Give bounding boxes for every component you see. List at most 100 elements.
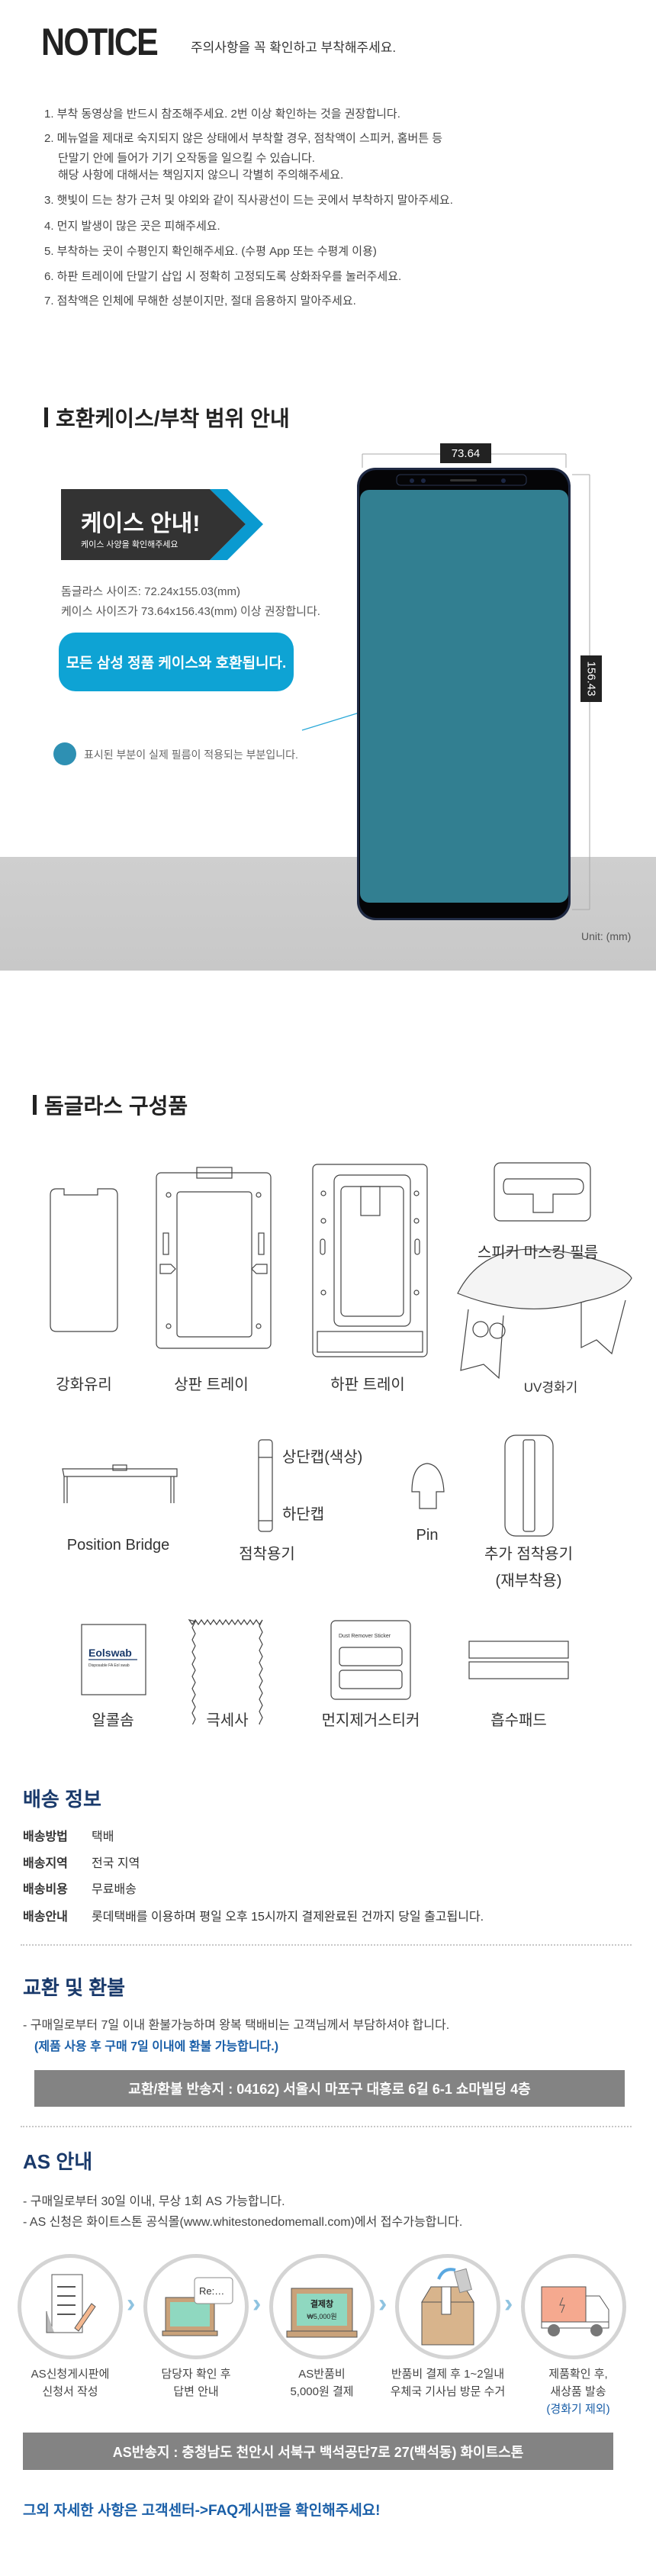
microfiber-cloth-icon — [188, 1618, 263, 1724]
refund-note: (제품 사용 후 구매 7일 이내에 환불 가능합니다.) — [34, 2040, 279, 2053]
step-line: 답변 안내 — [173, 2385, 219, 2398]
chevron-right-icon: › — [504, 2289, 513, 2318]
pay-text: 결제창 — [310, 2298, 333, 2309]
step-note: (경화기 제외) — [546, 2403, 610, 2416]
compat-banner: 모든 삼성 정품 케이스와 호환됩니다. — [59, 633, 294, 691]
delivery-truck-icon — [541, 2286, 609, 2336]
shipping-value: 롯데택배를 이용하며 평일 오후 15시까지 결제완료된 건까지 당일 출고됩니… — [92, 1911, 484, 1924]
title-bar — [44, 407, 48, 427]
step-line: 신청서 작성 — [42, 2385, 98, 2398]
application-form-icon — [46, 2274, 96, 2333]
shipping-label: 배송안내 — [23, 1911, 68, 1924]
label-lower-tray: 하판 트레이 — [330, 1377, 405, 1393]
tempered-glass-icon — [50, 1188, 118, 1332]
swab-brand-print: Eolswab — [88, 1647, 132, 1659]
as-line: - 구매일로부터 30일 이내, 무상 1회 AS 가능합니다. — [23, 2195, 285, 2208]
step-line: AS반품비 — [298, 2368, 346, 2381]
as-line: - AS 신청은 화이트스톤 공식몰(www.whitestonedomemal… — [23, 2216, 463, 2229]
applicator-icon — [258, 1439, 273, 1532]
case-guide-badge: 케이스 안내! 케이스 사양을 확인해주세요 — [61, 489, 263, 560]
title-bar — [33, 1095, 37, 1115]
swab-sub-print: Disposable FA Eol swab — [88, 1663, 130, 1668]
components-title-text: 돔글라스 구성품 — [44, 1094, 188, 1118]
reply-laptop-icon: Re:… — [162, 2277, 233, 2336]
label-speaker-film: 스피커 마스킹 필름 — [477, 1245, 599, 1261]
step-label: 제품확인 후,새상품 발송(경화기 제외) — [546, 2365, 609, 2418]
compat-title-text: 호환케이스/부착 범위 안내 — [56, 407, 290, 430]
compat-section-title: 호환케이스/부착 범위 안내 — [44, 402, 290, 433]
label-microfiber: 극세사 — [206, 1712, 249, 1729]
label-extra-applicator-note: (재부착용) — [495, 1573, 562, 1589]
reply-text: Re:… — [199, 2285, 224, 2297]
step-line: 새상품 발송 — [550, 2385, 606, 2398]
label-uv-lamp: UV경화기 — [523, 1380, 578, 1395]
absorb-pad-icon — [468, 1641, 569, 1679]
position-bridge-icon — [62, 1464, 178, 1503]
step-circle — [395, 2254, 500, 2359]
parcel-box-icon — [421, 2268, 474, 2346]
dust-remover-sticker-icon: Dust Remover Sticker — [330, 1620, 411, 1700]
width-dimension: 73.64 — [440, 443, 491, 463]
refund-title: 교환 및 환불 — [23, 1976, 126, 1999]
badge-subtitle: 케이스 사양을 확인해주세요 — [81, 540, 178, 549]
extra-applicator-icon — [504, 1435, 554, 1537]
phone-illustration — [357, 453, 590, 920]
badge-title: 케이스 안내! — [81, 511, 201, 536]
step-line: 담당자 확인 후 — [161, 2368, 231, 2381]
dust-sticker-print: Dust Remover Sticker — [339, 1634, 391, 1639]
faq-footer-text: 그외 자세한 사항은 고객센터->FAQ게시판을 확인해주세요! — [23, 2503, 381, 2519]
notice-item: 5. 부착하는 곳이 수평인지 확인해주세요. (수평 App 또는 수평계 이… — [44, 245, 377, 258]
chevron-right-icon: › — [127, 2289, 136, 2318]
divider — [21, 2126, 632, 2127]
step-line: 반품비 결제 후 1~2일내 — [391, 2368, 505, 2381]
legend-dot-icon — [53, 742, 76, 765]
notice-item: 3. 햇빛이 드는 창가 근처 및 야외와 같이 직사광선이 드는 곳에서 부착… — [44, 194, 453, 207]
label-upper-tray: 상판 트레이 — [174, 1377, 249, 1393]
notice-subtitle: 주의사항을 꼭 확인하고 부착해주세요. — [191, 40, 397, 55]
label-position-bridge: Position Bridge — [66, 1537, 170, 1554]
legend-text: 표시된 부분이 실제 필름이 적용되는 부분입니다. — [84, 749, 298, 761]
shipping-label: 배송방법 — [23, 1831, 68, 1843]
notice-item: 해당 사항에 대해서는 책임지지 않으니 각별히 주의해주세요. — [58, 169, 344, 182]
as-address: AS반송지 : 충청남도 천안시 서북구 백석공단7로 27(백석동) 화이트스… — [23, 2433, 613, 2470]
notice-item: 단말기 안에 들어가 기기 오작동을 일으킬 수 있습니다. — [58, 152, 315, 165]
notice-item: 4. 먼지 발생이 많은 곳은 피해주세요. — [44, 220, 220, 233]
pay-amount: ₩5,000원 — [307, 2313, 336, 2320]
payment-screen-icon: 결제창 ₩5,000원 — [286, 2288, 358, 2338]
refund-address: 교환/환불 반송지 : 04162) 서울시 마포구 대흥로 6길 6-1 쇼마… — [34, 2070, 625, 2107]
step-circle: 결제창 ₩5,000원 — [269, 2254, 375, 2359]
uv-lamp-icon — [457, 1248, 632, 1380]
step-label: AS반품비 5,000원 결제 — [290, 2365, 353, 2401]
step-circle: Re:… — [143, 2254, 249, 2359]
speaker-masking-film-icon — [494, 1162, 591, 1222]
unit-label: Unit: (mm) — [581, 930, 632, 942]
label-top-cap: 상단캡(색상) — [282, 1449, 363, 1466]
shipping-value: 무료배송 — [92, 1883, 137, 1896]
chevron-right-icon: › — [252, 2289, 262, 2318]
label-alcohol-swab: 알콜솜 — [92, 1712, 134, 1729]
shipping-row: 배송방법 택배 — [23, 1826, 114, 1844]
notice-item: 2. 메뉴얼을 제대로 숙지되지 않은 상태에서 부착할 경우, 점착액이 스피… — [44, 132, 443, 145]
step-line: 5,000원 결제 — [290, 2385, 354, 2398]
step-circle — [18, 2254, 123, 2359]
label-bottom-cap: 하단캡 — [282, 1506, 325, 1523]
chevron-right-icon: › — [378, 2289, 387, 2318]
lower-tray-icon — [312, 1164, 428, 1357]
step-line: 우체국 기사님 방문 수거 — [390, 2385, 506, 2398]
as-title: AS 안내 — [23, 2150, 93, 2173]
step-circle — [521, 2254, 626, 2359]
label-extra-applicator: 추가 점착용기 — [484, 1546, 573, 1563]
shipping-value: 택배 — [92, 1831, 114, 1843]
notice-item: 7. 점착액은 인체에 무해한 성분이지만, 절대 음용하지 말아주세요. — [44, 295, 356, 308]
label-applicator: 점착용기 — [239, 1546, 295, 1563]
notice-item: 6. 하판 트레이에 단말기 삽입 시 정확히 고정되도록 상화좌우를 눌러주세… — [44, 270, 402, 283]
label-tempered-glass: 강화유리 — [56, 1377, 112, 1393]
height-dimension: 156.43 — [584, 661, 598, 697]
